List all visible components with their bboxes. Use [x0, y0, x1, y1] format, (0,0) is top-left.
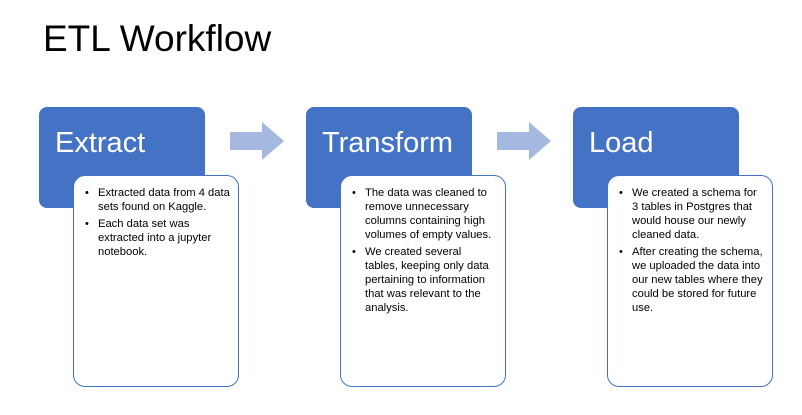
bullet-text: We created a schema for 3 tables in Post… — [632, 187, 757, 241]
bullet-item: • The data was cleaned to remove unnecess… — [351, 186, 497, 242]
bullet-dot-icon: • — [619, 246, 623, 258]
bullet-text: Extracted data from 4 data sets found on… — [98, 187, 230, 213]
bullet-item: • Extracted data from 4 data sets found o… — [84, 186, 230, 214]
bullet-dot-icon: • — [619, 187, 623, 199]
stage-extract-title: Extract — [55, 127, 146, 159]
stage-transform-title: Transform — [322, 127, 454, 159]
bullet-text: Each data set was extracted into a jupyt… — [98, 218, 212, 258]
bullet-text: We created several tables, keeping only … — [365, 246, 489, 314]
stage-extract-card: • Extracted data from 4 data sets found o… — [73, 175, 239, 387]
stage-load-bullets: • We created a schema for 3 tables in Pos… — [608, 176, 772, 315]
bullet-dot-icon: • — [85, 218, 89, 230]
bullet-text: After creating the schema, we uploaded t… — [632, 246, 763, 314]
bullet-item: • We created a schema for 3 tables in Pos… — [618, 186, 764, 242]
bullet-dot-icon: • — [352, 246, 356, 258]
slide-title: ETL Workflow — [43, 18, 272, 59]
stage-transform-bullets: • The data was cleaned to remove unnecess… — [341, 176, 505, 315]
stage-transform-card: • The data was cleaned to remove unnecess… — [340, 175, 506, 387]
stage-extract-bullets: • Extracted data from 4 data sets found o… — [74, 176, 238, 259]
right-arrow-icon — [230, 122, 284, 160]
stage-load-card: • We created a schema for 3 tables in Pos… — [607, 175, 773, 387]
stage-load-title: Load — [589, 127, 654, 159]
bullet-dot-icon: • — [352, 187, 356, 199]
bullet-item: • After creating the schema, we uploaded … — [618, 245, 764, 315]
right-arrow-icon — [497, 122, 551, 160]
bullet-item: • We created several tables, keeping only… — [351, 245, 497, 315]
bullet-dot-icon: • — [85, 187, 89, 199]
bullet-text: The data was cleaned to remove unnecessa… — [365, 187, 492, 241]
bullet-item: • Each data set was extracted into a jupy… — [84, 217, 230, 259]
